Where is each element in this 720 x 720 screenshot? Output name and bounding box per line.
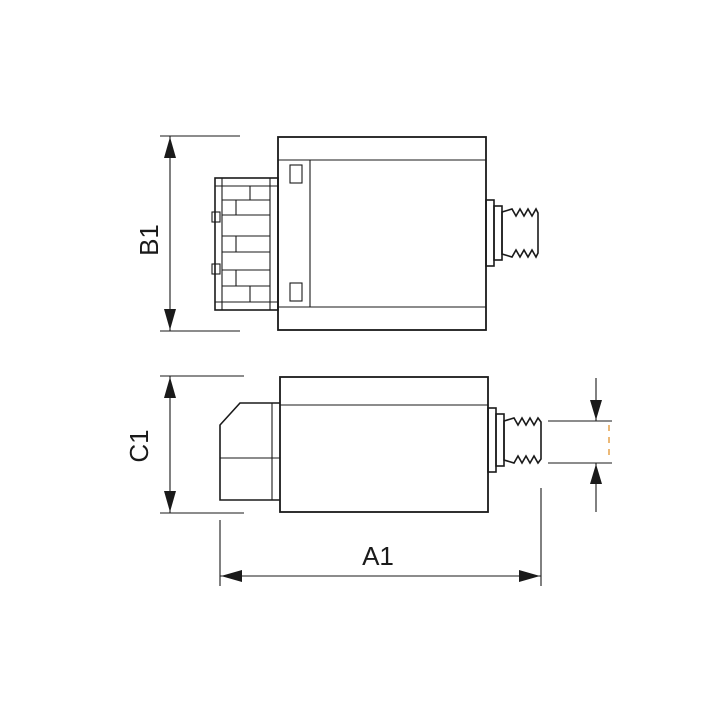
top-view: B1 [134, 135, 539, 332]
top-view-threaded-stud [485, 199, 539, 267]
dimension-a1 [219, 488, 542, 586]
dimension-b1-label: B1 [134, 224, 164, 256]
dimension-a1-label: A1 [362, 541, 394, 571]
top-view-connector [211, 177, 279, 311]
dimension-thread-diameter [548, 378, 612, 512]
dimension-c1-label: C1 [124, 429, 154, 462]
side-view-body [279, 376, 489, 513]
dimension-c1 [160, 375, 244, 514]
bottom-clip-slot [289, 282, 303, 302]
side-view-threaded-stud [487, 407, 542, 473]
side-view: C1 A1 [124, 375, 612, 586]
dimension-b1 [160, 135, 240, 332]
top-view-body [277, 136, 487, 331]
side-view-plug [219, 402, 280, 501]
top-clip-slot [289, 164, 303, 184]
